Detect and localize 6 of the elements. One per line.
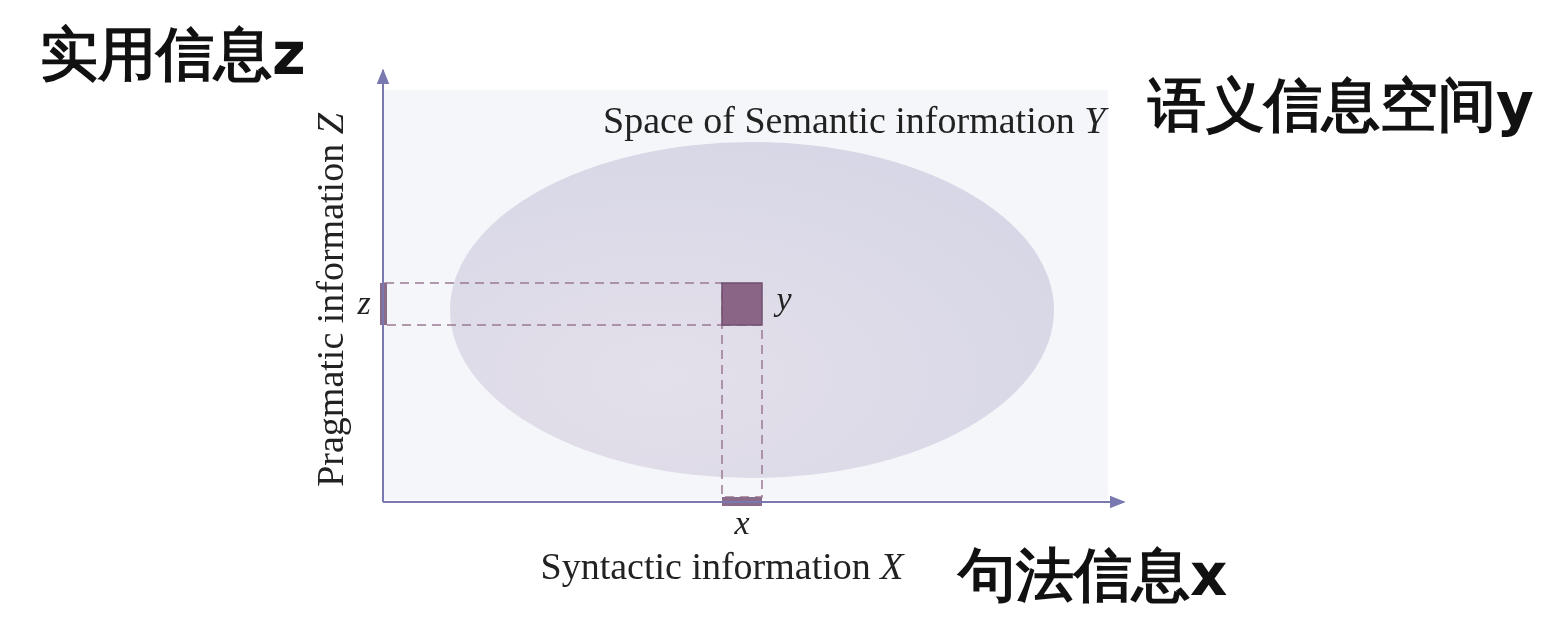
annotation-label: 句法信息x (958, 546, 1228, 604)
axis-title: Syntactic information X (540, 547, 904, 585)
axis-title: Pragmatic information Z (310, 113, 349, 487)
point-label: x (734, 506, 750, 540)
annotation-label: 实用信息z (40, 25, 306, 83)
point-label: z (357, 286, 371, 320)
